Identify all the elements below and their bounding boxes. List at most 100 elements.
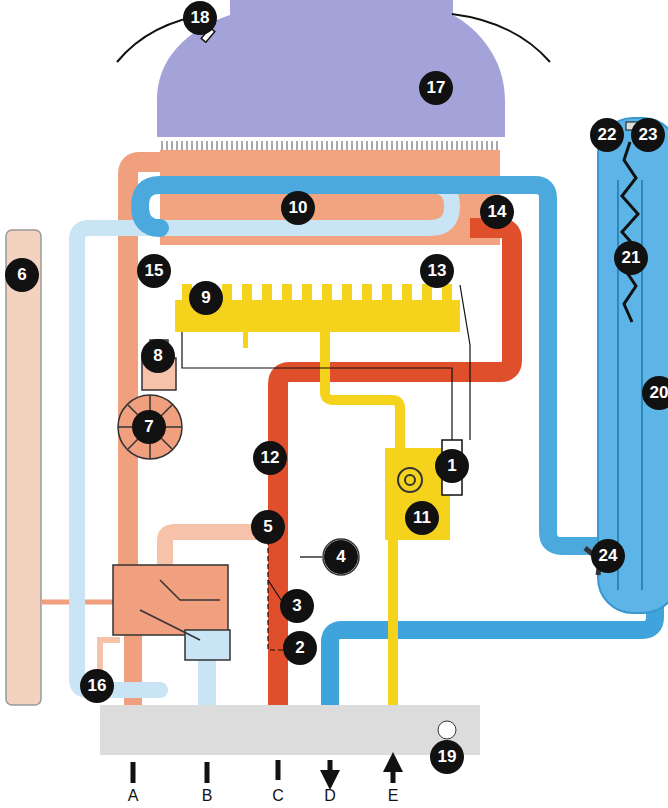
gas-train — [405, 475, 415, 485]
burner — [322, 284, 332, 302]
heat-exchanger — [252, 141, 253, 150]
heat-exchanger — [477, 141, 478, 150]
heat-exchanger — [192, 141, 193, 150]
callout-number: 1 — [435, 449, 469, 483]
sensor — [90, 205, 506, 690]
fan — [118, 395, 182, 459]
flue-hood — [157, 0, 505, 137]
connection-plate — [100, 705, 480, 755]
heat-exchanger — [482, 141, 483, 150]
heat-exchanger — [282, 141, 283, 150]
heat-exchanger — [382, 141, 383, 150]
heat-exchanger — [492, 141, 493, 150]
heat-exchanger — [237, 141, 238, 150]
heat-exchanger — [437, 141, 438, 150]
connection-plate — [133, 762, 393, 783]
heat-exchanger — [452, 141, 453, 150]
heat-exchanger — [357, 141, 358, 150]
diverter-valve — [185, 630, 230, 660]
primary-pipe — [100, 162, 262, 745]
heat-exchanger — [362, 141, 363, 150]
burner — [242, 284, 252, 302]
port-letter: C — [266, 787, 290, 807]
flue-hood — [452, 14, 550, 62]
burner — [402, 284, 412, 302]
flue-hood — [117, 0, 550, 137]
callout-number: 17 — [419, 71, 453, 105]
heat-exchanger — [242, 141, 243, 150]
heat-exchanger — [312, 141, 313, 150]
callout-number: 9 — [189, 281, 223, 315]
heat-exchanger — [232, 141, 233, 150]
diverter-valve — [113, 565, 230, 660]
wire — [182, 285, 470, 650]
expansion-vessel — [6, 230, 115, 705]
heat-exchanger — [392, 141, 393, 150]
heat-exchanger — [317, 141, 318, 150]
heat-exchanger — [347, 141, 348, 150]
expansion-vessel — [6, 230, 41, 705]
heat-exchanger — [322, 141, 323, 150]
heat-exchanger — [372, 141, 373, 150]
water-pipe — [77, 185, 655, 745]
heat-exchanger — [432, 141, 433, 150]
burner — [362, 284, 372, 302]
fan — [118, 395, 182, 459]
burner — [243, 330, 248, 348]
gauge — [323, 539, 359, 575]
storage-tank — [622, 142, 638, 322]
callout-number: 11 — [405, 501, 439, 535]
heat-exchanger — [307, 141, 308, 150]
heat-exchanger — [257, 141, 258, 150]
heat-exchanger — [217, 141, 218, 150]
callout-number: 15 — [137, 254, 171, 288]
heat-exchanger — [487, 141, 488, 150]
heat-exchanger — [277, 141, 278, 150]
fan — [118, 340, 182, 459]
callout-number: 18 — [183, 1, 217, 35]
heat-exchanger — [427, 141, 428, 150]
heat-exchanger — [442, 141, 443, 150]
heat-exchanger — [447, 141, 448, 150]
heat-exchanger — [352, 141, 353, 150]
heat-exchanger — [422, 141, 423, 150]
port-letter: A — [121, 787, 145, 807]
callout-number: 22 — [590, 118, 624, 152]
heat-exchanger — [337, 141, 338, 150]
heat-exchanger — [387, 141, 388, 150]
callout-number: 13 — [420, 254, 454, 288]
heat-exchanger — [367, 141, 368, 150]
callout-number: 7 — [132, 410, 166, 444]
heat-exchanger — [182, 141, 183, 150]
heat-exchanger — [292, 141, 293, 150]
heat-exchanger — [402, 141, 403, 150]
gas-train — [325, 320, 400, 450]
connection-plate — [438, 721, 456, 739]
heat-exchanger — [267, 141, 268, 150]
gas-train — [398, 468, 422, 492]
callout-number: 4 — [324, 540, 358, 574]
callout-number: 2 — [283, 631, 317, 665]
heat-exchanger — [207, 141, 208, 150]
heat-exchanger — [417, 141, 418, 150]
burner — [222, 284, 232, 302]
heat-exchanger — [287, 141, 288, 150]
callout-number: 8 — [141, 339, 175, 373]
gauge — [300, 556, 322, 558]
callout-number: 16 — [80, 669, 114, 703]
heat-exchanger — [407, 141, 408, 150]
heat-exchanger — [302, 141, 303, 150]
burner — [302, 284, 312, 302]
connection-plate — [100, 705, 480, 783]
port-letter: D — [318, 787, 342, 807]
callout-number: 20 — [642, 376, 668, 410]
heat-exchanger — [212, 141, 213, 150]
heat-exchanger — [467, 141, 468, 150]
callout-number: 3 — [280, 589, 314, 623]
gas-train — [325, 320, 462, 745]
burner — [382, 284, 392, 302]
callout-number: 12 — [253, 441, 287, 475]
heat-exchanger — [462, 141, 463, 150]
heat-exchanger — [222, 141, 223, 150]
